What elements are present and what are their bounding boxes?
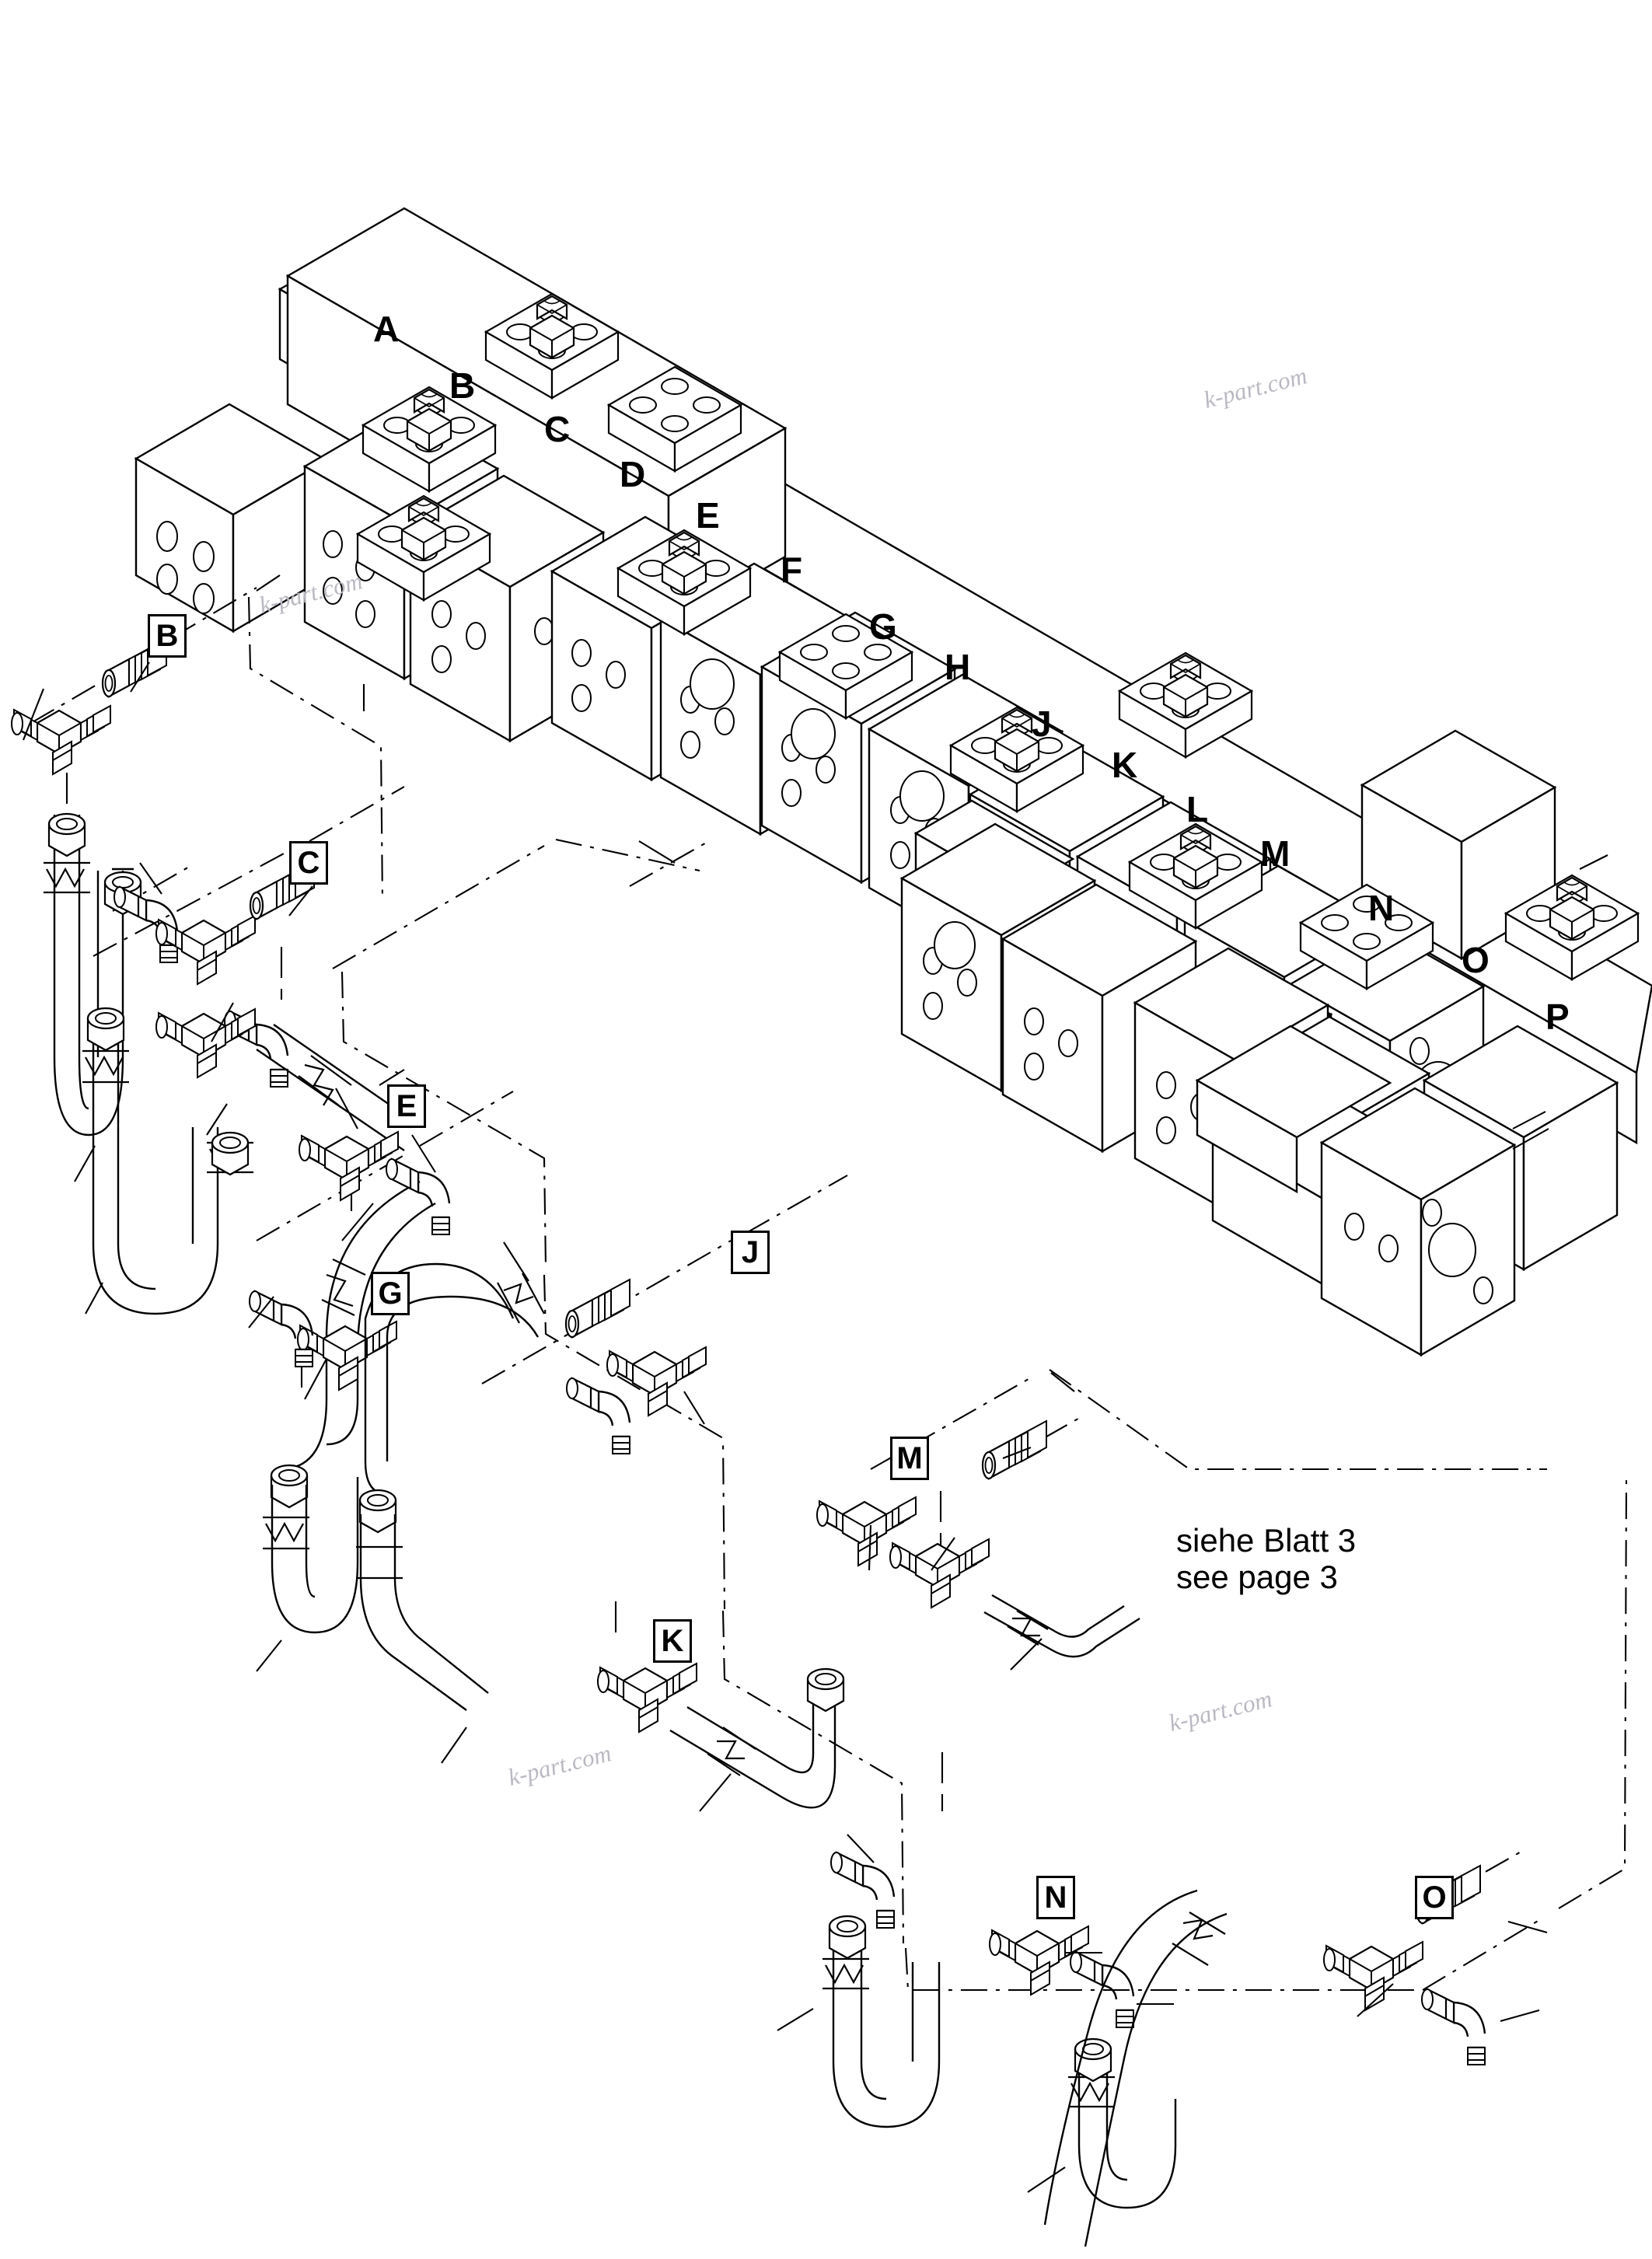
swivel-nut-B1 — [47, 812, 86, 857]
swivel-nut-K1 — [806, 1667, 845, 1713]
tee-fitting-M2 — [889, 1538, 990, 1609]
section-label-K: K — [1112, 745, 1138, 785]
callout-box-B[interactable]: B — [148, 614, 187, 658]
tee-fitting-C2 — [155, 1007, 257, 1079]
tee-fitting-J — [606, 1346, 707, 1417]
section-label-A: A — [373, 309, 400, 349]
section-label-L: L — [1186, 789, 1209, 829]
manifold-leader-lines — [256, 574, 1608, 1392]
see-page-note: siehe Blatt 3 see page 3 — [1176, 1522, 1357, 1596]
section-label-G: G — [869, 606, 897, 647]
adapter-J — [564, 1278, 631, 1339]
elbow-fitting-J — [565, 1377, 631, 1455]
callout-box-G[interactable]: G — [371, 1272, 410, 1315]
section-label-B: B — [449, 365, 476, 406]
section-label-J: J — [1032, 704, 1052, 744]
adapter-M — [981, 1419, 1048, 1480]
hose-C-tail — [256, 1024, 421, 1151]
hose-assembly-N-left — [823, 1920, 941, 2128]
leader-lines-B — [23, 662, 150, 1182]
swivel-nut-N1 — [828, 1915, 867, 1960]
swivel-nut-C2 — [211, 1131, 250, 1176]
hose-assembly-G — [263, 1477, 359, 1634]
section-label-N: N — [1368, 888, 1395, 928]
hose-J-vert — [356, 1514, 489, 1711]
section-label-D: D — [620, 454, 646, 494]
tee-fitting-O — [1322, 1940, 1424, 2012]
callout-box-J[interactable]: J — [731, 1231, 770, 1274]
swivel-nut-C1 — [86, 1007, 125, 1052]
tee-fitting-K — [596, 1662, 698, 1734]
hose-assembly-O — [1043, 1889, 1228, 2247]
leader-lines-N — [777, 1834, 1174, 2193]
callout-box-M[interactable]: M — [890, 1437, 929, 1480]
section-label-O: O — [1462, 940, 1490, 980]
elbow-fitting-O — [1420, 1988, 1486, 2066]
hose-assembly-B — [44, 815, 134, 1136]
hose-K — [669, 1688, 836, 1809]
callout-box-K[interactable]: K — [653, 1619, 692, 1663]
section-label-C: C — [544, 409, 571, 449]
callout-box-O[interactable]: O — [1415, 1876, 1454, 1919]
leader-lines-M — [868, 1447, 1043, 1671]
hose-assembly-E — [279, 1180, 436, 1471]
tee-fitting-E — [298, 1130, 400, 1202]
section-label-P: P — [1545, 997, 1570, 1037]
leader-lines-E — [248, 1088, 436, 1672]
callout-box-E[interactable]: E — [387, 1084, 426, 1128]
leader-lines-J — [441, 1241, 732, 1812]
swivel-nut-G1 — [270, 1464, 309, 1509]
hose-M — [983, 1594, 1140, 1658]
callout-box-C[interactable]: C — [289, 841, 328, 885]
section-label-E: E — [696, 495, 720, 536]
swivel-nut-J1 — [358, 1489, 397, 1534]
hose-assembly-N-right — [1068, 2043, 1177, 2209]
lower-right-blocks — [899, 799, 1619, 1357]
tee-fitting-B — [10, 704, 112, 776]
section-label-H: H — [945, 647, 971, 687]
section-label-M: M — [1260, 833, 1291, 874]
section-label-F: F — [781, 550, 803, 590]
leader-lines-O — [1357, 1920, 1548, 2023]
leader-lines-C — [85, 862, 313, 1315]
callout-box-N[interactable]: N — [1036, 1876, 1075, 1919]
